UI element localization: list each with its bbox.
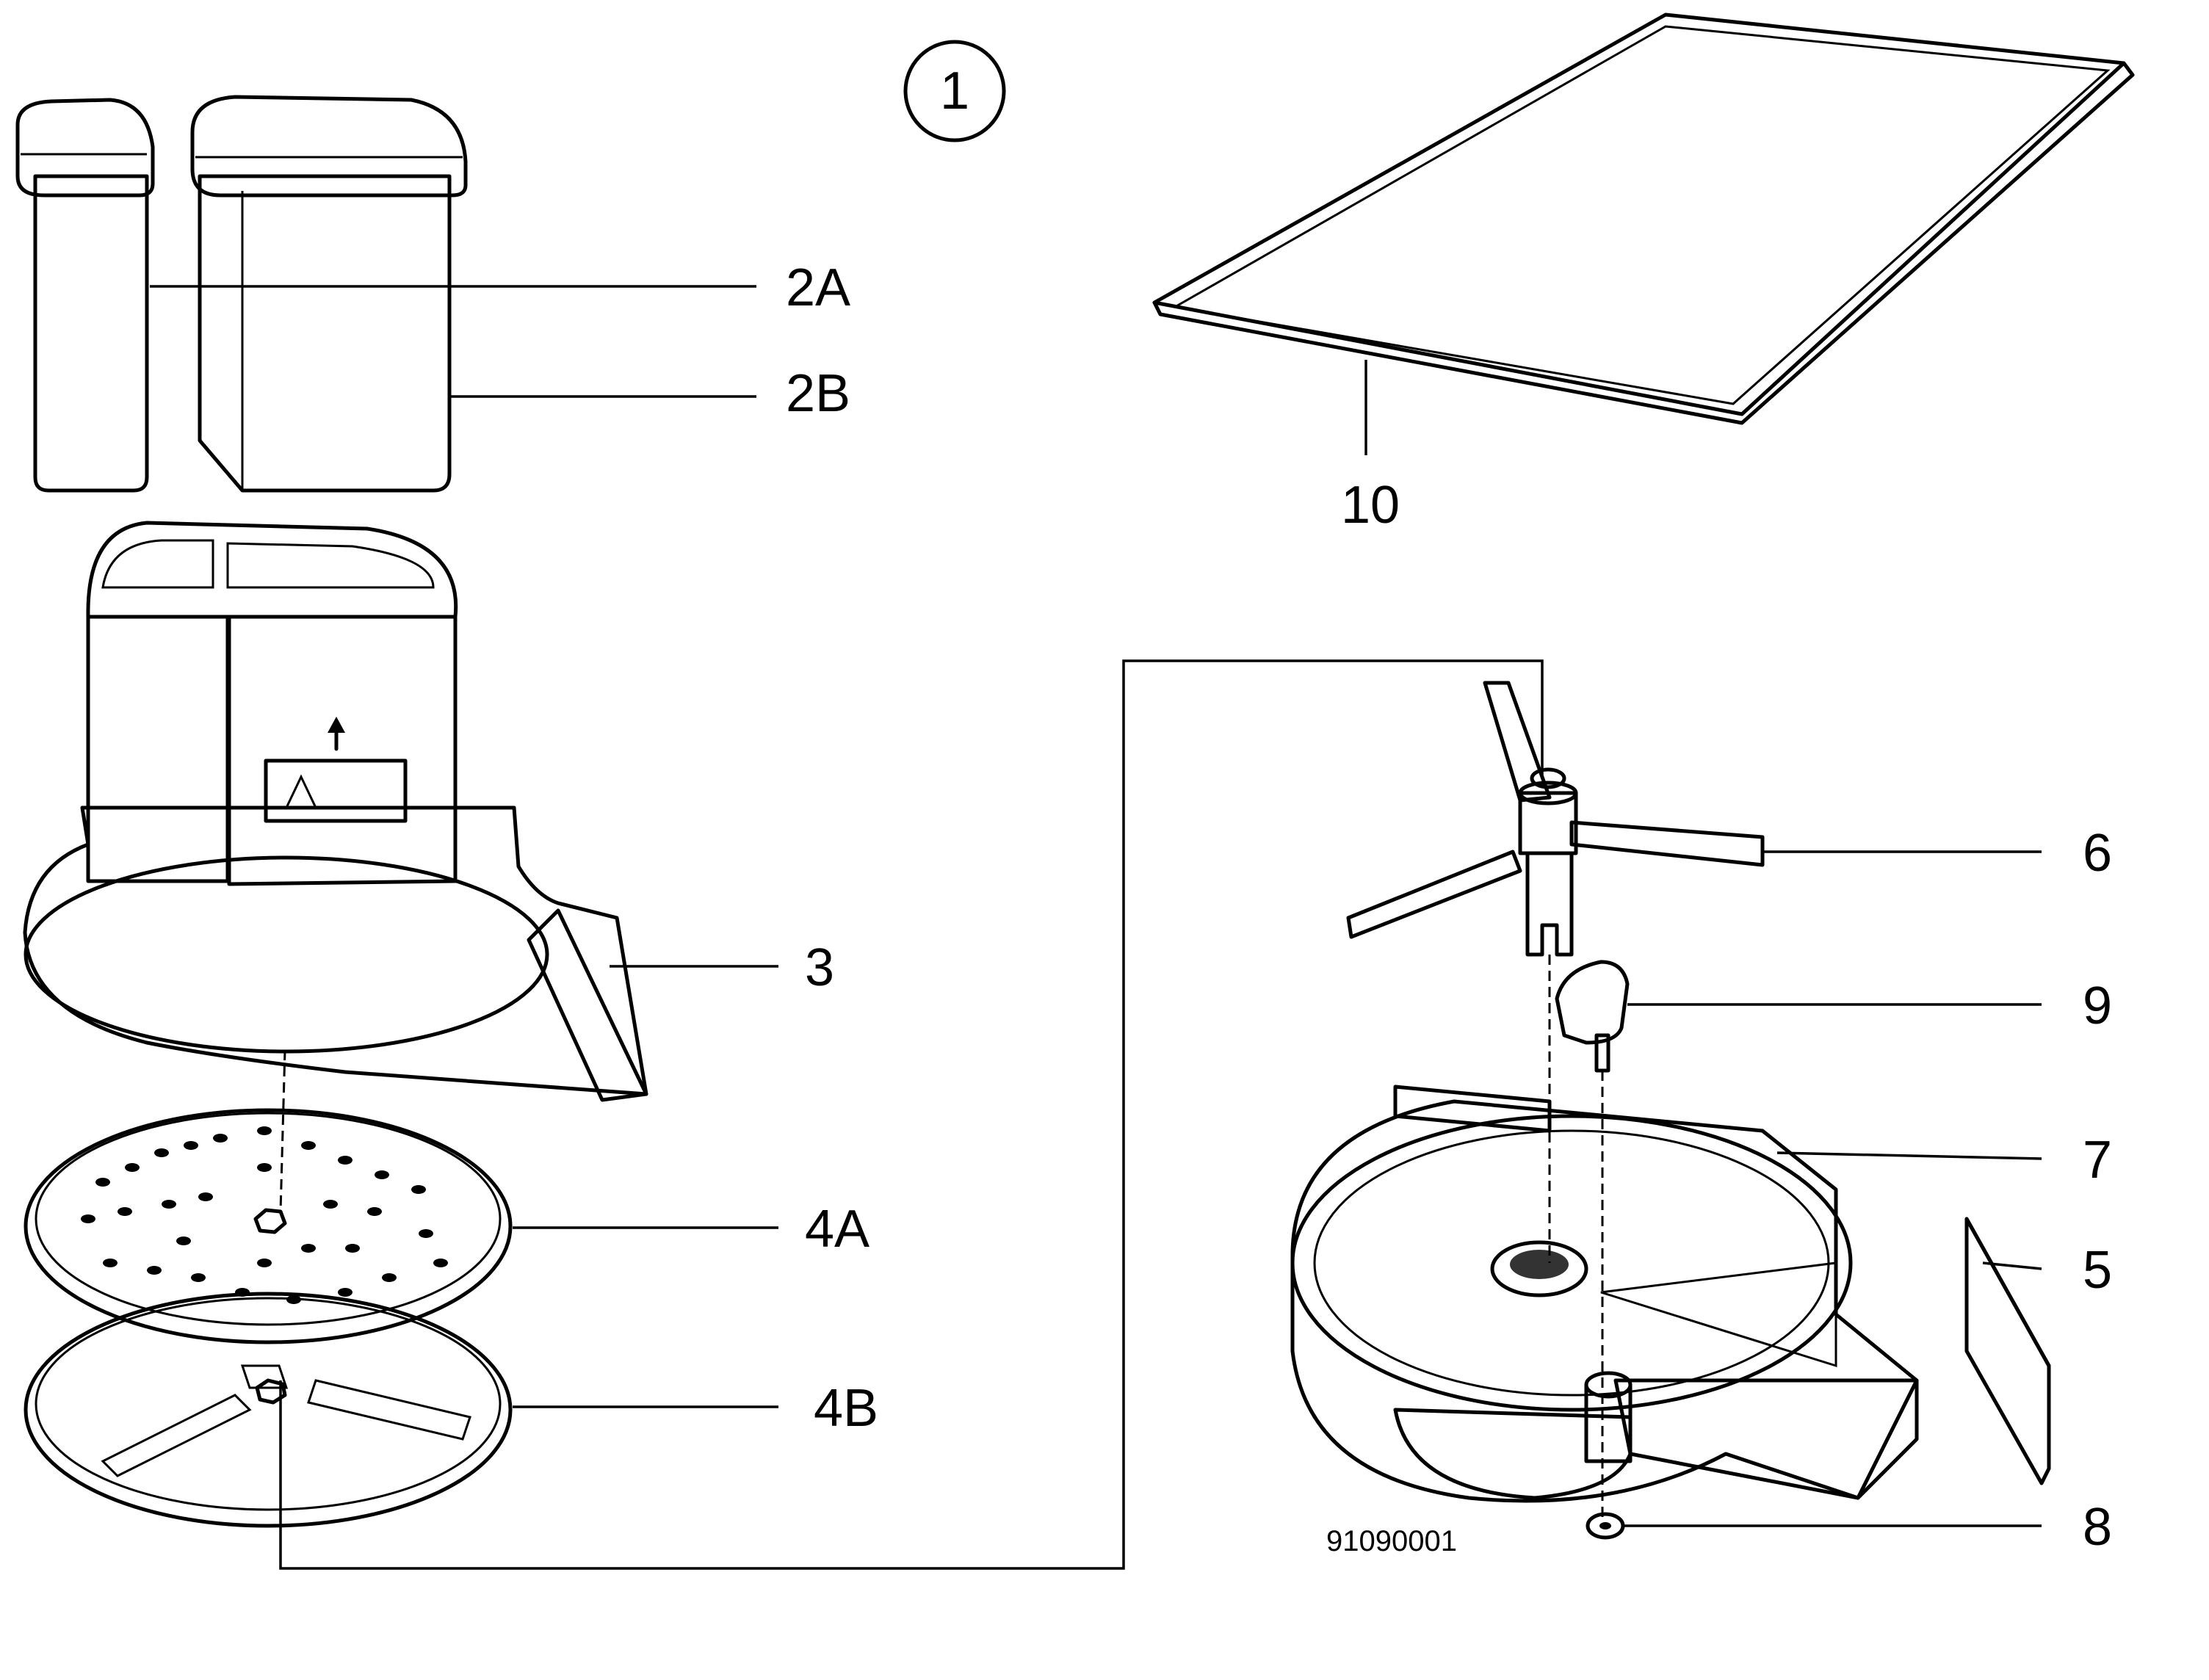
part-7-base-bowl — [1290, 1085, 1919, 1503]
callout-10: 10 — [1341, 476, 1400, 535]
part-5-scraper-plate — [1964, 1217, 2051, 1485]
callout-labels: 2A 2B 10 3 6 9 7 5 4A 4B 8 — [786, 258, 2112, 1557]
callout-6: 6 — [2083, 824, 2112, 883]
callout-4a: 4A — [805, 1200, 870, 1259]
part-2b-large-container — [190, 95, 468, 493]
drawing-code: 91090001 — [1326, 1525, 1457, 1557]
part-8-washer — [1586, 1512, 1625, 1540]
assembly-bracket-line — [279, 659, 1544, 1570]
callout-2a: 2A — [786, 258, 850, 317]
part-4b-slicing-disc — [24, 1292, 513, 1528]
callout-4b: 4B — [814, 1379, 878, 1438]
part-3-hopper-lid — [23, 521, 648, 1102]
part-4a-grating-disc — [24, 1108, 513, 1344]
callout-9: 9 — [2083, 977, 2112, 1035]
part-9-key-pin — [1555, 960, 1630, 1073]
callout-7: 7 — [2083, 1131, 2112, 1190]
part-10-manual-booklet — [1152, 12, 2135, 425]
figure-number: 1 — [940, 62, 969, 120]
callout-5: 5 — [2083, 1241, 2112, 1300]
assembly-guide-lines — [279, 955, 1604, 1520]
part-2a-small-container — [15, 98, 155, 493]
callout-8: 8 — [2083, 1498, 2112, 1557]
callout-3: 3 — [805, 938, 834, 997]
leader-lines — [150, 285, 2042, 1527]
callout-2b: 2B — [786, 364, 850, 423]
figure-number-badge: 1 — [903, 40, 1006, 142]
part-6-ejector-blade — [1346, 681, 1765, 957]
